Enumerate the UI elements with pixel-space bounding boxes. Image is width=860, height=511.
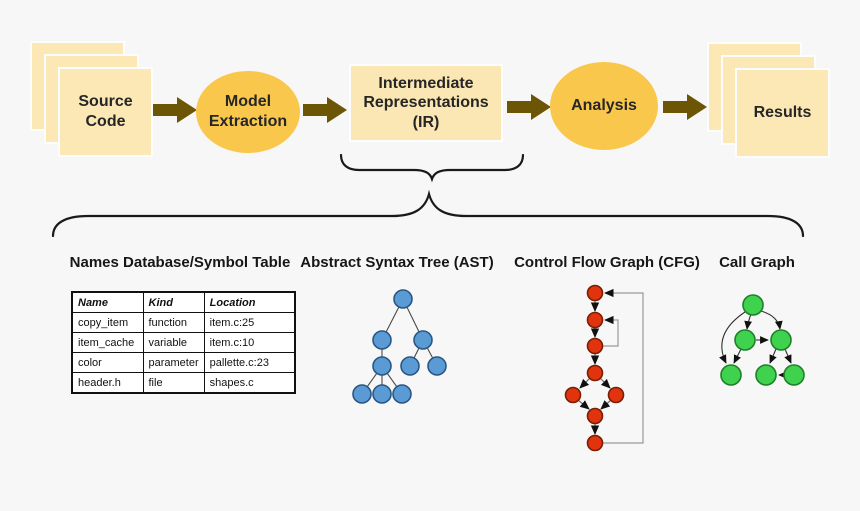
graph-node [372,384,392,404]
graph-edge [422,339,438,367]
graph-node [586,407,604,425]
graph-node [783,364,805,386]
table-cell: function [142,312,205,333]
pipeline-stage-model-extraction: Model Extraction [196,71,300,153]
graph-node [770,329,792,351]
graph-node [372,356,392,376]
source-code-label: Source Code [78,93,133,130]
graph-node [413,330,433,350]
table-cell: color [71,352,144,373]
table-cell: item.c:25 [203,312,296,333]
graph-edge [361,365,383,395]
pipeline-stage-source-code: Source Code [58,67,153,157]
model-extraction-label: Model Extraction [208,93,288,130]
pipeline-stage-results: Results [735,68,830,158]
flow-arrow-icon [303,97,347,123]
table-cell: variable [142,332,205,353]
graph-node [392,384,412,404]
table-header-cell: Location [203,291,296,313]
flow-arrow-icon [507,94,551,120]
graph-edge [769,348,777,364]
expansion-brace-icon [51,189,805,238]
graph-edge [744,313,752,330]
graph-edge [760,310,783,330]
graph-node [400,356,420,376]
graph-edge [603,288,644,444]
table-cell: parameter [142,352,205,373]
graph-node [607,386,625,404]
graph-node [372,330,392,350]
graph-edge [381,298,404,341]
section-title-ast: Abstract Syntax Tree (AST) [300,254,494,271]
graph-node [742,294,764,316]
graph-node [734,329,756,351]
table-cell: item_cache [71,332,144,353]
graph-node [586,364,604,382]
graph-edge [603,315,619,347]
graph-node [352,384,372,404]
table-cell: copy_item [71,312,144,333]
results-label: Results [753,104,812,121]
graph-edge [577,399,590,410]
table-cell: shapes.c [203,372,296,394]
pipeline-stage-analysis: Analysis [550,62,658,150]
section-title-symbol-table: Names Database/Symbol Table [69,254,291,271]
graph-node [564,386,582,404]
graph-node [755,364,777,386]
flow-arrow-icon [663,94,707,120]
graph-edge [784,348,792,364]
pipeline-stage-intermediate-representations: Intermediate Representations (IR) [349,64,503,142]
table-cell: file [142,372,205,394]
graph-edge [719,311,746,364]
ir-underbrace-icon [339,153,525,183]
flow-arrow-icon [153,97,197,123]
graph-node [586,434,604,452]
section-title-cfg: Control Flow Graph (CFG) [514,254,700,271]
graph-node [586,284,604,302]
call-graph [719,294,805,386]
graph-edge [600,399,612,410]
graph-node [586,337,604,355]
graph-edge [733,348,742,364]
graph-edge [409,339,424,367]
table-header-cell: Kind [142,291,205,313]
section-title-call-graph: Call Graph [719,254,795,271]
table-cell: item.c:10 [203,332,296,353]
table-cell: pallette.c:23 [203,352,296,373]
analysis-label: Analysis [571,97,637,115]
graph-node [586,311,604,329]
ir-label: Intermediate Representations (IR) [363,75,489,131]
graph-edge [402,298,424,341]
graph-edge [381,365,403,395]
graph-node [427,356,447,376]
cfg-graph [564,284,644,452]
ast-graph [352,289,447,404]
graph-edge [599,377,611,389]
graph-edge [579,377,591,389]
table-cell: header.h [71,372,144,394]
graph-node [393,289,413,309]
table-header-cell: Name [71,291,144,313]
graph-node [720,364,742,386]
